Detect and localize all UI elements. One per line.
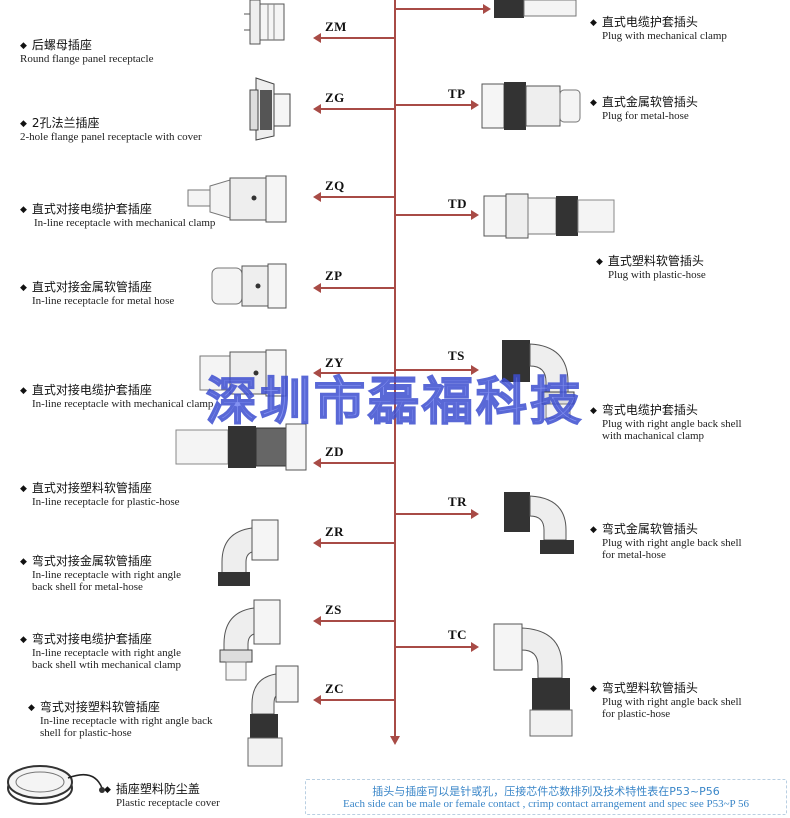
code-zd: ZD: [325, 444, 344, 460]
code-zc: ZC: [325, 681, 344, 697]
label-zc-en-line1: In-line receptacle with right angle back: [28, 715, 213, 727]
label-zr-zh: 弯式对接金属软管插座: [20, 554, 152, 568]
label-zd: 直式对接塑料软管插座 In-line receptacle for plasti…: [20, 478, 180, 508]
connector-zg-image: [244, 76, 294, 142]
connector-zr-image: [212, 516, 284, 588]
label-plug-clamp: 直式电缆护套插头 Plug with mechanical clamp: [590, 12, 727, 42]
label-zg-en: 2-hole flange panel receptacle with cove…: [20, 131, 202, 143]
label-zd-zh: 直式对接塑料软管插座: [20, 481, 152, 495]
code-zg: ZG: [325, 90, 345, 106]
label-cover: 插座塑料防尘盖 Plastic receptacle cover: [104, 779, 220, 809]
label-zp-en: In-line receptacle for metal hose: [20, 295, 174, 307]
label-zm-zh: 后螺母插座: [20, 38, 92, 52]
footer-note: 插头与插座可以是针或孔，压接芯件芯数排列及技术特性表在P53~P56 Each …: [305, 779, 787, 815]
label-tr-zh: 弯式金属软管插头: [590, 522, 698, 536]
connector-zq-image: [186, 172, 290, 226]
label-cover-zh: 插座塑料防尘盖: [104, 782, 200, 796]
code-zs: ZS: [325, 602, 342, 618]
label-tr-en-line1: Plug with right angle back shell: [590, 537, 742, 549]
footer-note-zh: 插头与插座可以是针或孔，压接芯件芯数排列及技术特性表在P53~P56: [306, 783, 786, 799]
branch-arrow-zc: [320, 699, 394, 701]
branch-arrow-zd: [320, 462, 394, 464]
label-tc-zh: 弯式塑料软管插头: [590, 681, 698, 695]
branch-arrow-plug-clamp: [396, 8, 484, 10]
label-plug-clamp-en: Plug with mechanical clamp: [590, 30, 727, 42]
label-tp: 直式金属软管插头 Plug for metal-hose: [590, 92, 698, 122]
code-tp: TP: [448, 86, 466, 102]
code-td: TD: [448, 196, 467, 212]
label-zm: 后螺母插座 Round flange panel receptacle: [20, 35, 153, 65]
connector-tp-image: [480, 80, 584, 132]
cover-image: [4, 738, 108, 812]
label-td-zh: 直式塑料软管插头: [596, 254, 704, 268]
connector-tr-image: [498, 488, 582, 558]
label-tc-en-line2: for plastic-hose: [590, 708, 742, 720]
label-zs-zh: 弯式对接电缆护套插座: [20, 632, 152, 646]
label-td: 直式塑料软管插头 Plug with plastic-hose: [596, 251, 706, 281]
code-tc: TC: [448, 627, 467, 643]
branch-arrow-td: [396, 214, 472, 216]
label-zr-en-line1: In-line receptacle with right angle: [20, 569, 181, 581]
branch-arrow-tp: [396, 104, 472, 106]
label-zs-en-line1: In-line receptacle with right angle: [20, 647, 181, 659]
connector-td-image: [482, 190, 618, 242]
connector-zm-image: [242, 0, 292, 46]
label-plug-clamp-zh: 直式电缆护套插头: [590, 15, 698, 29]
label-zg: 2孔法兰插座 2-hole flange panel receptacle wi…: [20, 113, 202, 143]
branch-arrow-zr: [320, 542, 394, 544]
watermark-text: 深圳市磊福科技: [125, 360, 665, 434]
label-zr: 弯式对接金属软管插座 In-line receptacle with right…: [20, 551, 181, 594]
branch-arrow-zs: [320, 620, 394, 622]
label-td-en: Plug with plastic-hose: [596, 269, 706, 281]
branch-arrow-tc: [396, 646, 472, 648]
branch-arrow-zg: [320, 108, 394, 110]
label-zs: 弯式对接电缆护套插座 In-line receptacle with right…: [20, 629, 181, 672]
branch-arrow-zq: [320, 196, 394, 198]
code-tr: TR: [448, 494, 467, 510]
label-tr: 弯式金属软管插头 Plug with right angle back shel…: [590, 519, 742, 562]
code-zr: ZR: [325, 524, 344, 540]
code-zq: ZQ: [325, 178, 345, 194]
connector-zp-image: [210, 262, 290, 310]
label-zp: 直式对接金属软管插座 In-line receptacle for metal …: [20, 277, 174, 307]
label-zd-en: In-line receptacle for plastic-hose: [20, 496, 180, 508]
footer-note-en: Each side can be male or female contact …: [306, 798, 786, 810]
label-cover-en: Plastic receptacle cover: [104, 797, 220, 809]
connector-plug-clamp-image: [492, 0, 582, 22]
branch-arrow-tr: [396, 513, 472, 515]
branch-arrow-zp: [320, 287, 394, 289]
label-zq-zh: 直式对接电缆护套插座: [20, 202, 152, 216]
connector-zc-image: [246, 664, 302, 768]
label-tc-en-line1: Plug with right angle back shell: [590, 696, 742, 708]
label-tr-en-line2: for metal-hose: [590, 549, 742, 561]
code-zm: ZM: [325, 19, 347, 35]
trunk-arrow-down-icon: [390, 736, 400, 745]
label-zs-en-line2: back shell wtih mechanical clamp: [20, 659, 181, 671]
branch-arrow-zm: [320, 37, 394, 39]
label-zc: 弯式对接塑料软管插座 In-line receptacle with right…: [28, 697, 213, 740]
code-zp: ZP: [325, 268, 343, 284]
label-tp-en: Plug for metal-hose: [590, 110, 698, 122]
label-zc-zh: 弯式对接塑料软管插座: [28, 700, 160, 714]
label-zp-zh: 直式对接金属软管插座: [20, 280, 152, 294]
label-zg-zh: 2孔法兰插座: [20, 116, 100, 130]
label-tp-zh: 直式金属软管插头: [590, 95, 698, 109]
connector-tc-image: [490, 620, 580, 738]
label-zr-en-line2: back shell for metal-hose: [20, 581, 181, 593]
label-tc: 弯式塑料软管插头 Plug with right angle back shel…: [590, 678, 742, 721]
label-zm-en: Round flange panel receptacle: [20, 53, 153, 65]
